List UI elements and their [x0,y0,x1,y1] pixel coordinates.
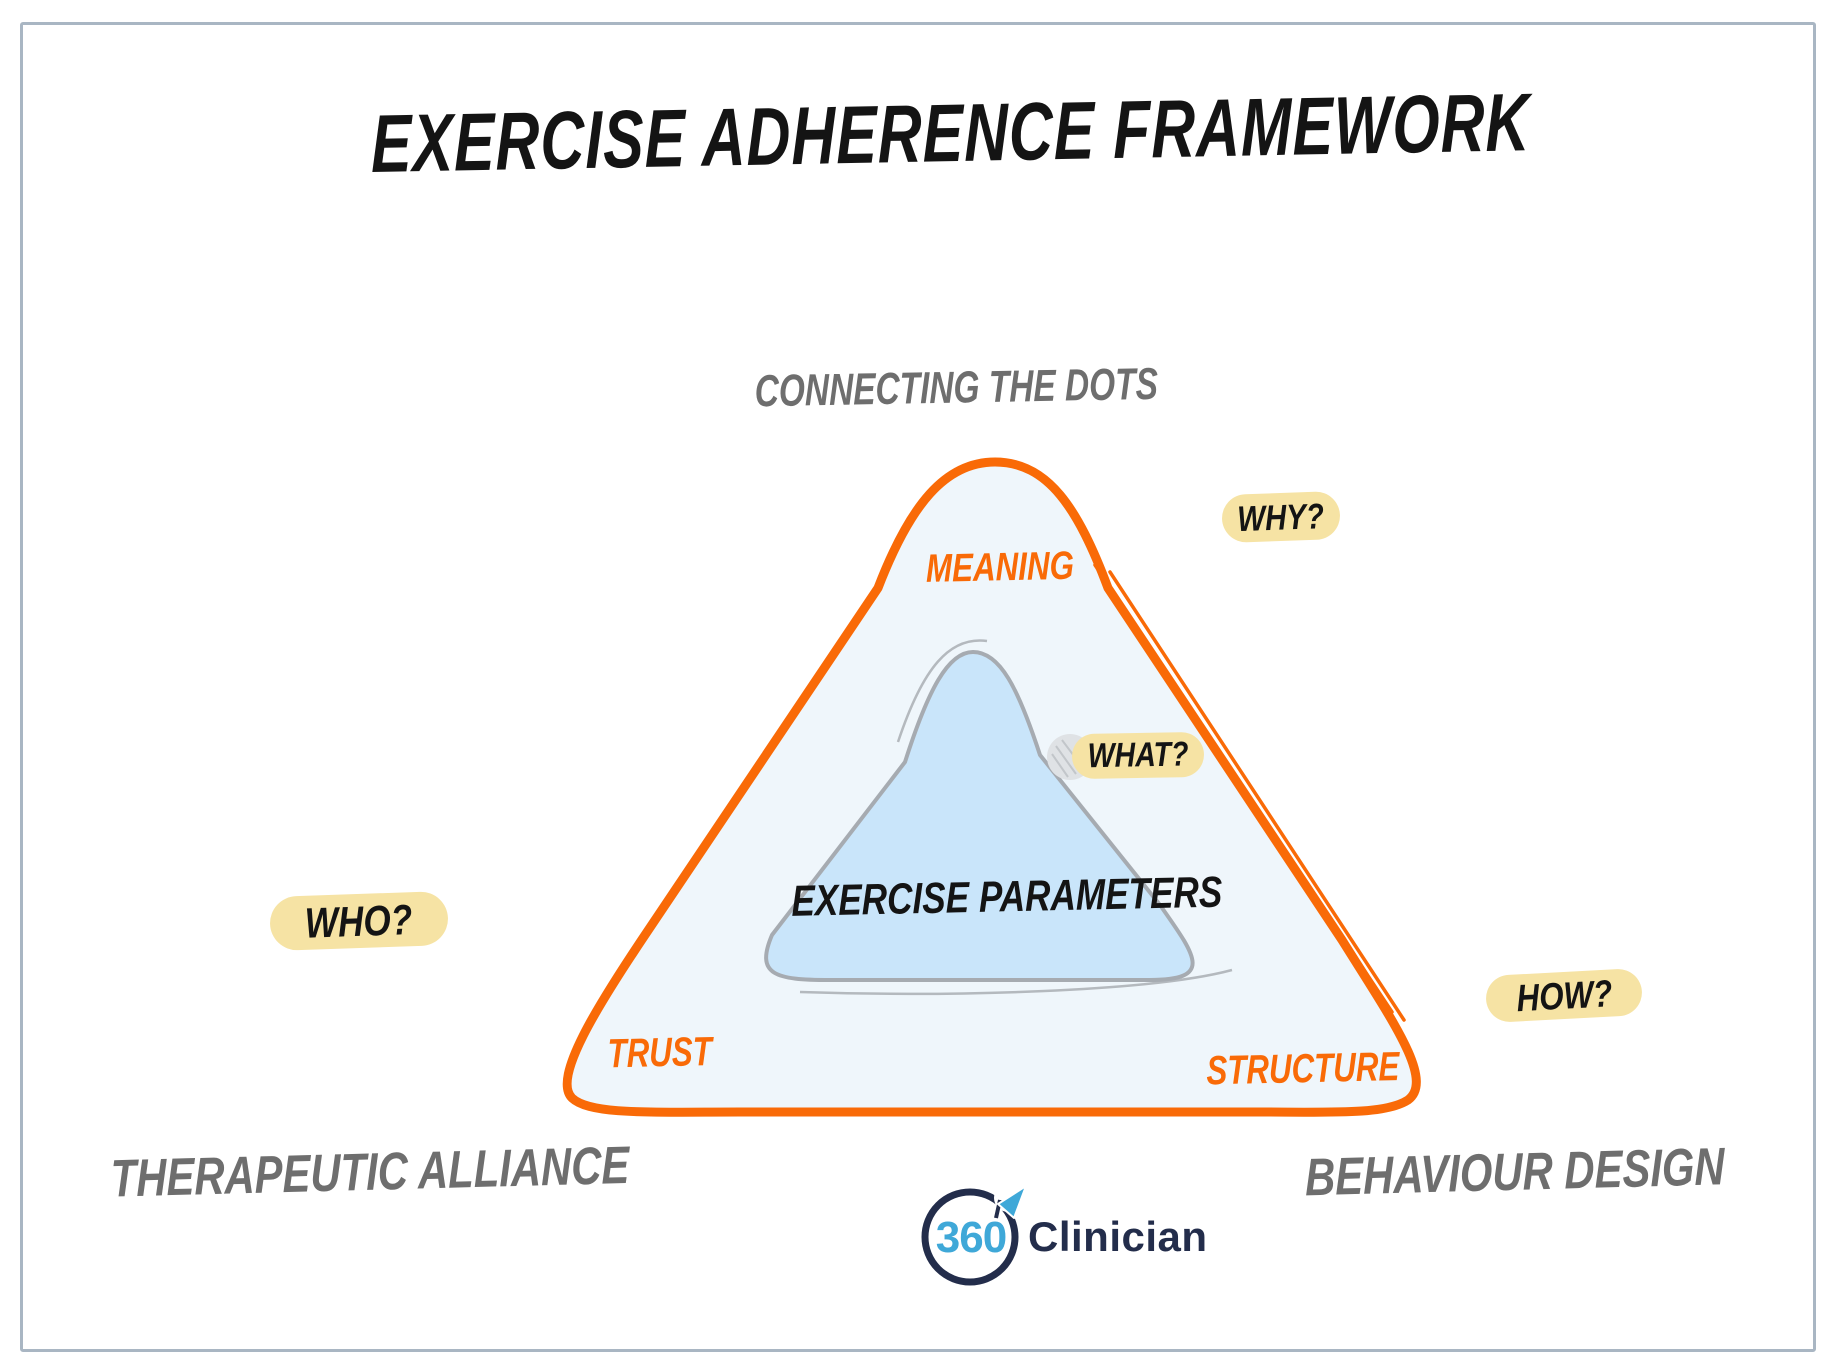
logo-number: 360 [936,1213,1006,1262]
who-highlight-pill: WHO? [269,890,449,952]
label-trust: TRUST [607,1029,713,1077]
label-structure: STRUCTURE [1206,1044,1400,1094]
page-title-wrap: EXERCISE ADHERENCE FRAMEWORK [0,76,1842,190]
right-edge-sketch-line-1 [1093,563,1394,1014]
right-edge-sketch-line-2 [1108,570,1406,1022]
how-label: HOW? [1515,971,1613,1020]
behaviour-design-label: BEHAVIOUR DESIGN [1304,1137,1726,1208]
logo-name: Clinician [1028,1213,1208,1260]
logo-circle-icon: 360 [921,1184,1024,1286]
subtitle: CONNECTING THE DOTS [754,359,1159,417]
inner-triangle-sketch-top [896,639,988,743]
framework-diagram [562,457,1421,1117]
what-highlight-pill: WHAT? [1071,731,1205,780]
what-label: WHAT? [1087,735,1189,775]
page-frame-border [20,22,1816,1352]
inner-triangle-shape [764,650,1195,982]
inner-triangle-sketch-bottom [799,968,1233,996]
label-meaning: MEANING [925,542,1075,591]
logo: 360 Clinician [918,1184,1208,1290]
why-label: WHY? [1236,495,1326,539]
how-highlight-pill: HOW? [1484,967,1644,1024]
therapeutic-alliance-label: THERAPEUTIC ALLIANCE [110,1136,630,1209]
why-highlight-pill: WHY? [1221,490,1341,544]
label-exercise-parameters: EXERCISE PARAMETERS [791,867,1223,926]
page-title: EXERCISE ADHERENCE FRAMEWORK [370,75,1531,190]
who-label: WHO? [304,895,414,947]
subtitle-wrap: CONNECTING THE DOTS [0,360,1842,417]
